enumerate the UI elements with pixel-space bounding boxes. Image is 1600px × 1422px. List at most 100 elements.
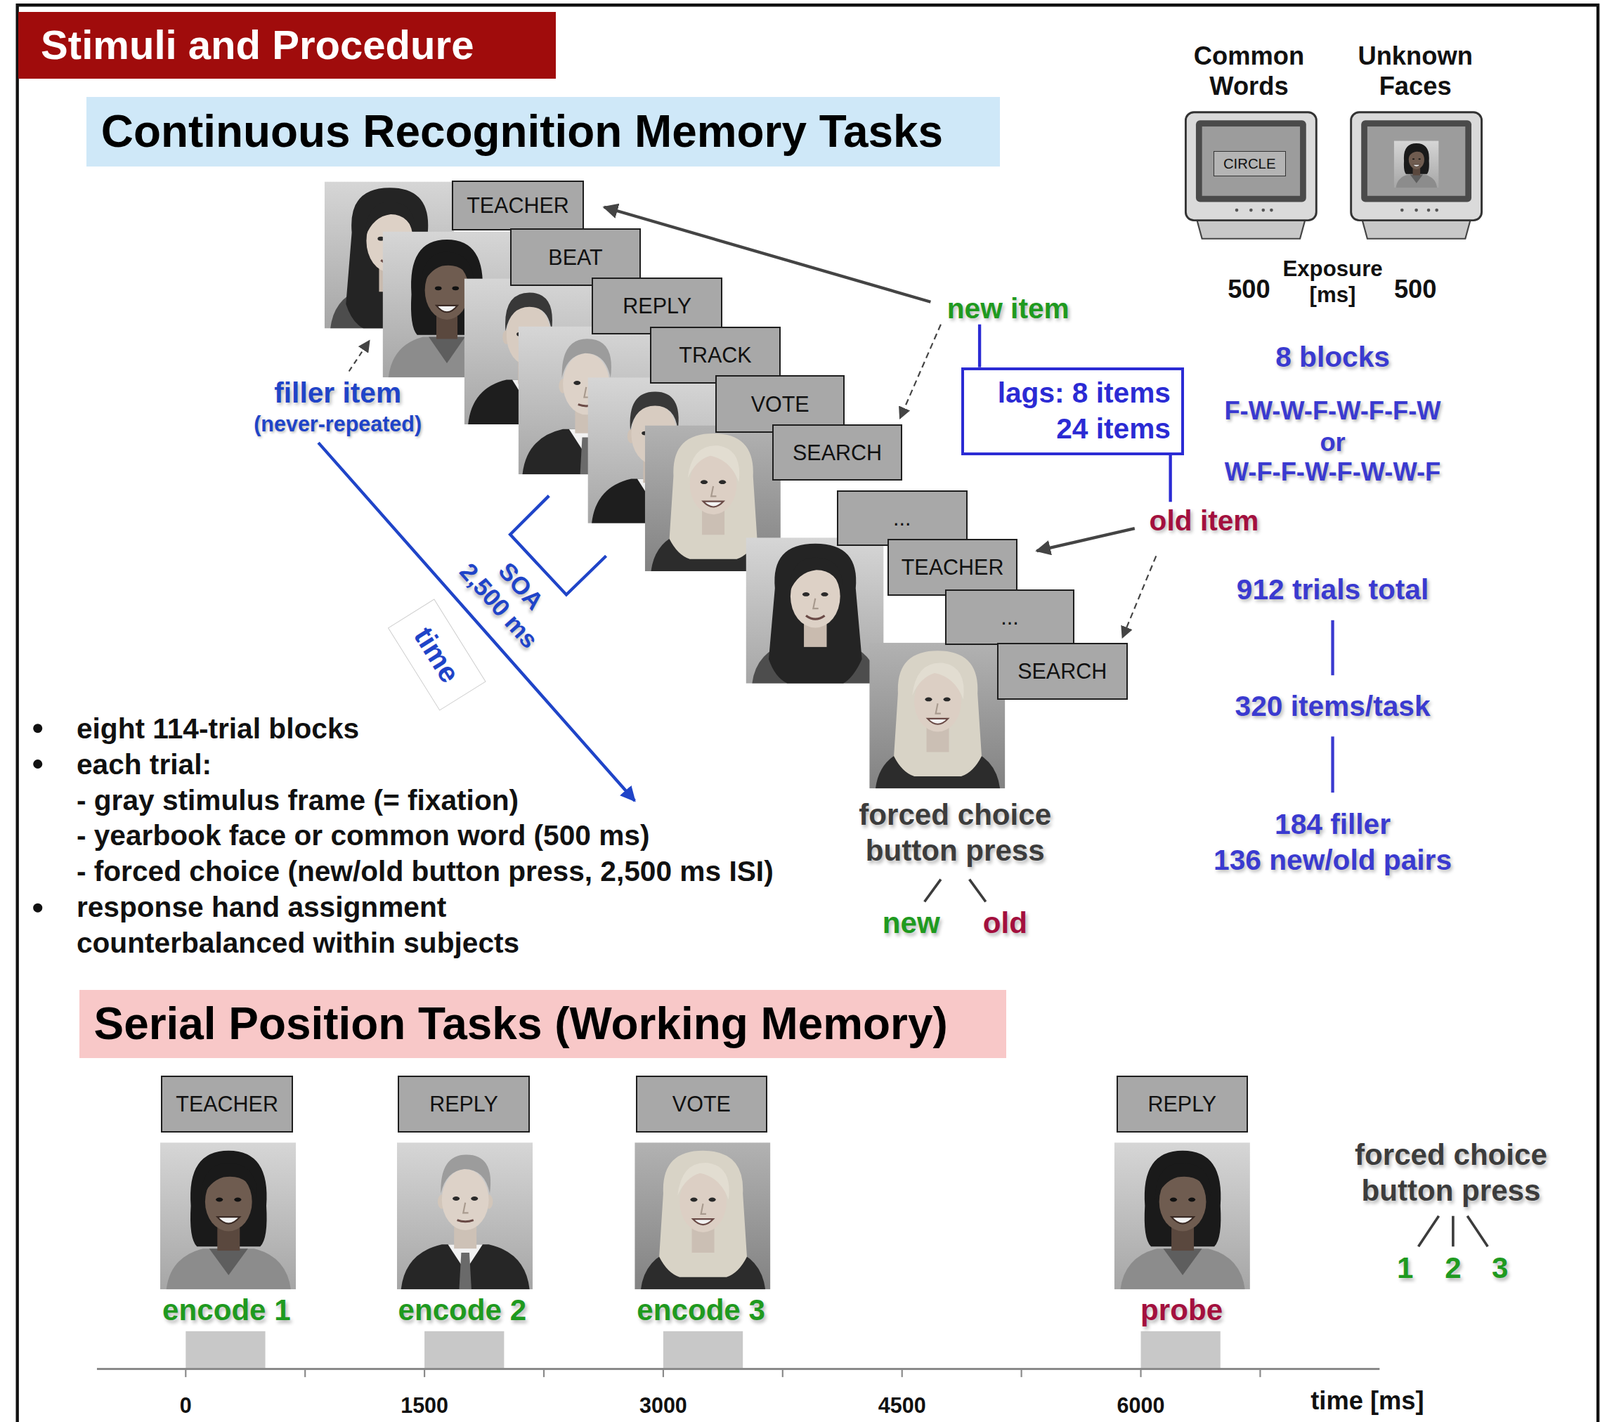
screen-word: CIRCLE: [1213, 151, 1286, 177]
word-box: ...: [945, 589, 1075, 645]
node-text: TEACHER: [901, 554, 1005, 581]
node-text: ...: [1000, 604, 1019, 631]
face-photo: [634, 1142, 771, 1290]
node-text: SEARCH: [792, 439, 882, 466]
art-circle: [1427, 208, 1431, 213]
design-note: W-F-F-W-F-W-W-F: [1224, 457, 1441, 489]
time-axis: [96, 1368, 1380, 1371]
response-option: old: [983, 905, 1028, 942]
choice-branch: [1451, 1216, 1455, 1248]
choice-branch: [1418, 1216, 1440, 1248]
node-text: REPLY: [429, 1091, 499, 1118]
item-note: (never-repeated): [253, 410, 422, 437]
soa-label: SOA 2,500 ms: [449, 532, 571, 660]
art-line: [901, 1368, 903, 1378]
leader-line: [1330, 620, 1334, 676]
section-band: Continuous Recognition Memory Tasks: [86, 96, 1000, 167]
art-rect: [1367, 126, 1466, 197]
art-rect: [1202, 126, 1300, 197]
art-line: [1139, 1368, 1142, 1378]
word-box: VOTE: [635, 1075, 768, 1133]
art-circle: [1400, 208, 1404, 213]
face-photo: [397, 1142, 533, 1290]
art-circle: [1269, 208, 1274, 213]
node-text: Serial Position Tasks (Working Memory): [94, 997, 948, 1052]
leader-line: [1168, 455, 1172, 503]
node-text: TEACHER: [175, 1091, 279, 1118]
leader-line: [978, 324, 981, 368]
leader-line: [1330, 736, 1334, 793]
art-line: [184, 1368, 187, 1378]
node-text: Continuous Recognition Memory Tasks: [101, 104, 943, 159]
column-heading: Common Words: [1182, 40, 1316, 102]
pointer-arrow: [349, 340, 370, 372]
art-circle: [1414, 208, 1419, 213]
time-arrow: [318, 442, 635, 802]
design-note: 184 filler: [1274, 807, 1391, 842]
pointer-arrow: [1036, 528, 1135, 551]
phase-label: encode 3: [636, 1292, 766, 1329]
node-text: TEACHER: [466, 192, 570, 219]
item-callout: filler item: [274, 375, 402, 411]
word-box: SEARCH: [772, 424, 902, 481]
phase-label: encode 1: [162, 1292, 291, 1329]
art-line: [1020, 1368, 1023, 1378]
art-line: [662, 1368, 665, 1378]
node-text: ...: [893, 505, 911, 532]
choice-branch: [1467, 1216, 1488, 1248]
response-note: forced choice button press: [853, 798, 1057, 870]
phase-label: encode 2: [398, 1292, 528, 1329]
axis-ticks: [185, 1368, 1260, 1378]
design-note: or: [1319, 427, 1345, 459]
face-photo: [869, 642, 1005, 790]
response-note: forced choice button press: [1349, 1137, 1553, 1209]
section-band: Serial Position Tasks (Working Memory): [79, 990, 1007, 1059]
bullet-dot: [33, 759, 43, 769]
node-subtext: 24 items: [1056, 411, 1171, 447]
word-box: REPLY: [1116, 1075, 1248, 1133]
bullet-text: each trial:: [76, 746, 212, 782]
axis-title: time [ms]: [1310, 1385, 1424, 1417]
stimulus-bar: [1141, 1331, 1221, 1370]
response-option: 2: [1444, 1250, 1461, 1287]
face-photo: [160, 1142, 296, 1290]
word-box: TEACHER: [887, 538, 1017, 596]
exposure-value: 500: [1394, 274, 1437, 306]
design-note: 8 blocks: [1275, 340, 1390, 375]
pointer-arrow: [1122, 555, 1156, 638]
choice-branch: [924, 879, 941, 903]
word-box: TEACHER: [160, 1075, 293, 1133]
response-option: 1: [1396, 1250, 1414, 1287]
axis-tick-label: 0: [179, 1392, 192, 1419]
title-text: Stimuli and Procedure: [40, 21, 474, 69]
word-box: SEARCH: [997, 642, 1128, 700]
axis-tick-label: 4500: [878, 1392, 927, 1419]
art-line: [423, 1368, 426, 1378]
art-circle: [1261, 208, 1265, 213]
art-circle: [1249, 208, 1253, 213]
node-text: BEAT: [548, 244, 603, 271]
phase-label: probe: [1140, 1292, 1223, 1329]
art-rect: [1195, 120, 1307, 202]
face-photo: [1394, 140, 1440, 188]
axis-tick-label: 3000: [639, 1392, 688, 1419]
face-photo: [1114, 1142, 1251, 1290]
figure-frame: [17, 4, 1598, 1422]
art-line: [304, 1368, 306, 1378]
bullet-text: response hand assignment counterbalanced…: [76, 889, 587, 962]
node-text: time: [406, 621, 468, 690]
response-option: 3: [1491, 1250, 1508, 1287]
node-text: VOTE: [751, 391, 810, 418]
node-text: VOTE: [672, 1091, 731, 1118]
bullet-dot: [33, 903, 43, 913]
word-box: TEACHER: [451, 180, 584, 231]
node-text: CIRCLE: [1223, 155, 1277, 173]
bullet-text: - yearbook face or common word (500 ms): [76, 818, 650, 854]
word-box: REPLY: [397, 1075, 530, 1133]
lag-box: lags: 8 items24 items: [961, 367, 1185, 456]
bullet-dot: [33, 723, 43, 733]
art-circle: [1434, 208, 1439, 213]
stimulus-bar: [424, 1331, 504, 1370]
node-text: TRACK: [678, 342, 752, 369]
column-heading: Unknown Faces: [1349, 40, 1482, 102]
